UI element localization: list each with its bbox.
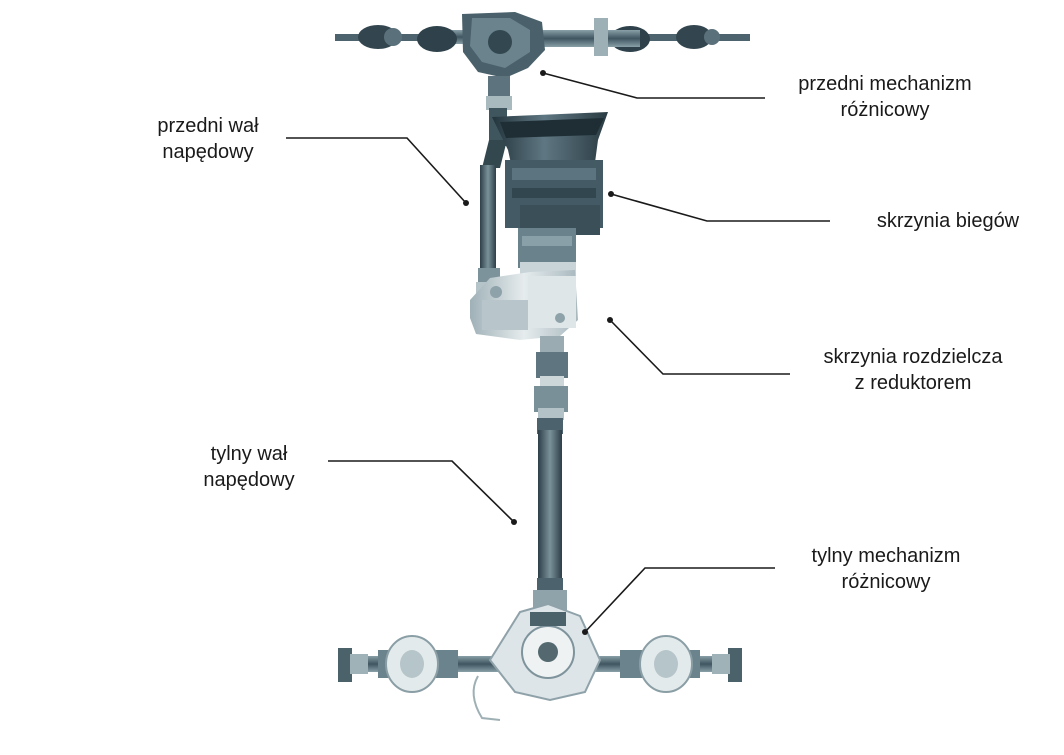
- rear-driveshaft: [533, 376, 568, 612]
- label-transfer-case-line2: z reduktorem: [854, 372, 972, 394]
- front-axle: [335, 12, 750, 110]
- label-front-driveshaft: przedni wał napędowy: [138, 113, 278, 165]
- leader-front-diff: [542, 72, 765, 99]
- label-front-differential: przedni mechanizm różnicowy: [785, 71, 985, 123]
- rear-axle: [338, 602, 742, 721]
- label-gearbox-line1: skrzynia biegów: [876, 210, 1020, 232]
- label-rear-differential-line1: tylny mechanizm: [811, 545, 961, 567]
- label-gearbox: skrzynia biegów: [862, 208, 1034, 234]
- label-rear-differential-line2: różnicowy: [841, 571, 931, 593]
- leader-rear-diff: [584, 567, 775, 633]
- label-front-driveshaft-line1: przedni wał: [157, 115, 259, 137]
- label-transfer-case-line1: skrzynia rozdzielcza: [823, 346, 1003, 368]
- gearbox: [492, 112, 608, 268]
- leader-dots: [463, 70, 614, 635]
- leader-lines: [286, 72, 830, 633]
- label-rear-driveshaft: tylny wał napędowy: [184, 441, 314, 493]
- leader-transfer-case: [609, 319, 790, 375]
- label-front-differential-line2: różnicowy: [840, 99, 930, 121]
- transfer-case: [470, 262, 578, 378]
- leader-front-shaft: [286, 137, 467, 204]
- label-transfer-case: skrzynia rozdzielcza z reduktorem: [808, 344, 1018, 396]
- leader-rear-shaft: [328, 460, 515, 523]
- label-rear-driveshaft-line1: tylny wał: [210, 443, 288, 465]
- label-front-driveshaft-line2: napędowy: [162, 141, 254, 163]
- label-rear-driveshaft-line2: napędowy: [203, 469, 295, 491]
- label-rear-differential: tylny mechanizm różnicowy: [788, 543, 984, 595]
- leader-gearbox: [610, 193, 830, 222]
- label-front-differential-line1: przedni mechanizm: [798, 73, 972, 95]
